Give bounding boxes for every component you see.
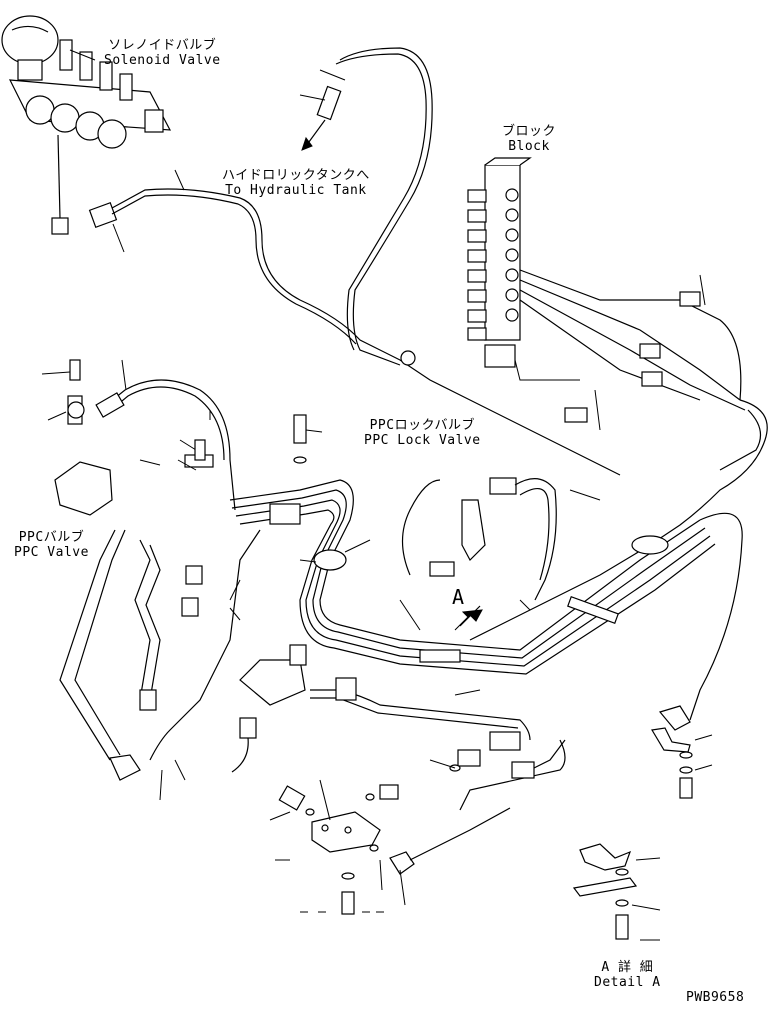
ppc-valve-label-jp: PPCバルブ <box>18 530 85 545</box>
hydraulic-tank-label-jp: ハイドロリックタンクへ <box>222 168 370 183</box>
detail-a-label-jp: A 詳 細 <box>601 960 654 975</box>
view-a-arrow <box>454 605 483 631</box>
block-label-jp: ブロック <box>502 124 557 139</box>
ppc-lock-valve <box>401 477 557 601</box>
detail-a-label-en: Detail A <box>594 975 661 990</box>
right-clamp <box>651 705 713 799</box>
solenoid-valve-label-en: Solenoid Valve <box>104 53 221 68</box>
solenoid-valve-label: ソレノイドバルブ Solenoid Valve <box>104 38 221 68</box>
bolt-set-top <box>293 414 323 464</box>
solenoid-valve-label-jp: ソレノイドバルブ <box>108 38 217 53</box>
block-label-en: Block <box>508 139 550 154</box>
tube-bundle <box>229 479 743 721</box>
ppc-valve-label: PPCバルブ PPC Valve <box>14 530 89 560</box>
solenoid-outlet-hose <box>88 169 621 476</box>
ppc-valve <box>41 359 261 801</box>
tank-return-hose <box>299 47 433 366</box>
block-hoses <box>469 269 768 641</box>
drawing-number: PWB9658 <box>686 990 745 1005</box>
bottom-block <box>275 739 566 915</box>
leader-lines <box>177 410 601 906</box>
hydraulic-tank-label: ハイドロリックタンクへ To Hydraulic Tank <box>222 168 370 198</box>
solenoid-valve-assembly <box>1 15 172 235</box>
block-label: ブロック Block <box>502 124 556 154</box>
block-manifold <box>467 157 580 381</box>
middle-valve <box>231 644 566 811</box>
view-a-label: A <box>452 585 465 609</box>
ppc-valve-label-en: PPC Valve <box>14 545 89 560</box>
hydraulic-tank-label-en: To Hydraulic Tank <box>225 183 367 198</box>
ppc-lock-valve-label: PPCロックバルブ PPC Lock Valve <box>364 418 481 448</box>
detail-a-label: A 詳 細 Detail A <box>594 960 661 990</box>
detail-a-parts <box>572 843 661 941</box>
ppc-lock-valve-label-en: PPC Lock Valve <box>364 433 481 448</box>
ppc-lock-valve-label-jp: PPCロックバルブ <box>369 418 475 433</box>
